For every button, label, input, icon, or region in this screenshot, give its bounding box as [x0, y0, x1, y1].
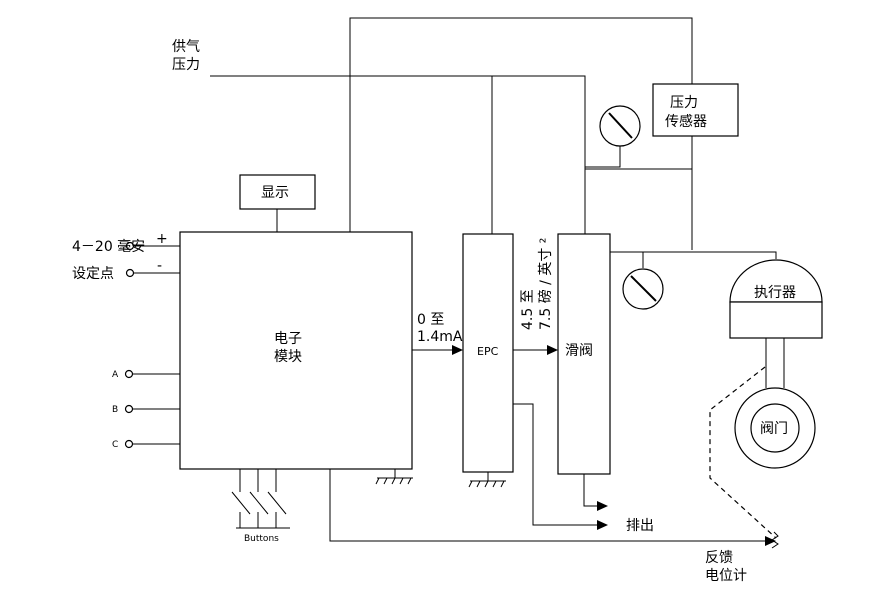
buttons-label: Buttons	[244, 534, 279, 544]
setpoint-label: 设定点	[72, 266, 114, 282]
feedback-arrow	[765, 536, 776, 546]
terminal-b	[124, 404, 180, 414]
electronic-module-label-1: 电子	[274, 331, 302, 347]
spool-valve-label: 滑阀	[565, 342, 593, 359]
feedback-label-2: 电位计	[705, 568, 747, 584]
ground-symbol-module	[375, 469, 413, 485]
pressure-gauge-bottom	[622, 268, 664, 310]
minus-sign: -	[157, 258, 162, 274]
terminal-a	[124, 369, 180, 379]
button-switches	[231, 469, 290, 529]
valve-assembly	[734, 387, 816, 469]
actuator-label: 执行器	[754, 285, 796, 301]
valve-label: 阀门	[760, 421, 788, 437]
supply-pressure-label-2: 压力	[172, 57, 200, 73]
valve-exhaust-arrow	[597, 501, 608, 511]
epc-label: EPC	[477, 345, 499, 358]
pressure-gauge-top	[599, 105, 641, 147]
supply-pressure-label-1: 供气	[172, 39, 200, 55]
valve-actuator-line	[610, 251, 777, 259]
exhaust-label: 排出	[626, 518, 654, 534]
epc-exhaust-line	[513, 403, 598, 526]
input-terminal-minus	[125, 268, 180, 278]
pressure-range-label-2: 7.5 磅 / 英寸 ²	[537, 238, 554, 330]
pressure-sensor-label-1: 压力	[670, 95, 698, 111]
current-range-label-2: 1.4mA	[417, 329, 463, 345]
feedback-line	[329, 469, 766, 542]
supply-line	[210, 75, 586, 234]
actuator-stem	[765, 338, 785, 388]
pressure-sensor-box	[652, 83, 739, 137]
gauge-top-connection	[585, 146, 621, 168]
module-epc-arrow	[452, 345, 463, 355]
pressure-range-label-1: 4.5 至	[520, 289, 536, 330]
display-box	[239, 174, 316, 210]
terminal-a-label: A	[112, 370, 119, 380]
feedback-dashed-link	[709, 366, 777, 539]
actuator	[729, 259, 823, 339]
terminal-b-label: B	[112, 405, 118, 415]
plus-sign: +	[156, 231, 168, 247]
display-label: 显示	[261, 185, 289, 201]
input-terminal-plus	[125, 241, 180, 251]
pressure-loop-line	[349, 17, 693, 250]
electronic-module-box	[179, 231, 413, 470]
feedback-label-1: 反馈	[705, 550, 733, 566]
electronic-module-label-2: 模块	[274, 349, 302, 365]
pressure-sensor-label-2: 传感器	[665, 113, 707, 130]
terminal-c	[124, 439, 180, 449]
spool-valve-box	[557, 233, 611, 475]
terminal-c-label: C	[112, 440, 118, 450]
epc-valve-arrow	[547, 345, 558, 355]
input-signal-label: 4－20 毫安	[72, 238, 145, 255]
valve-exhaust-line	[583, 474, 598, 507]
ground-symbol-epc	[468, 472, 506, 488]
epc-exhaust-arrow	[597, 520, 608, 530]
current-range-label-1: 0 至	[417, 312, 444, 328]
epc-box	[462, 233, 514, 473]
